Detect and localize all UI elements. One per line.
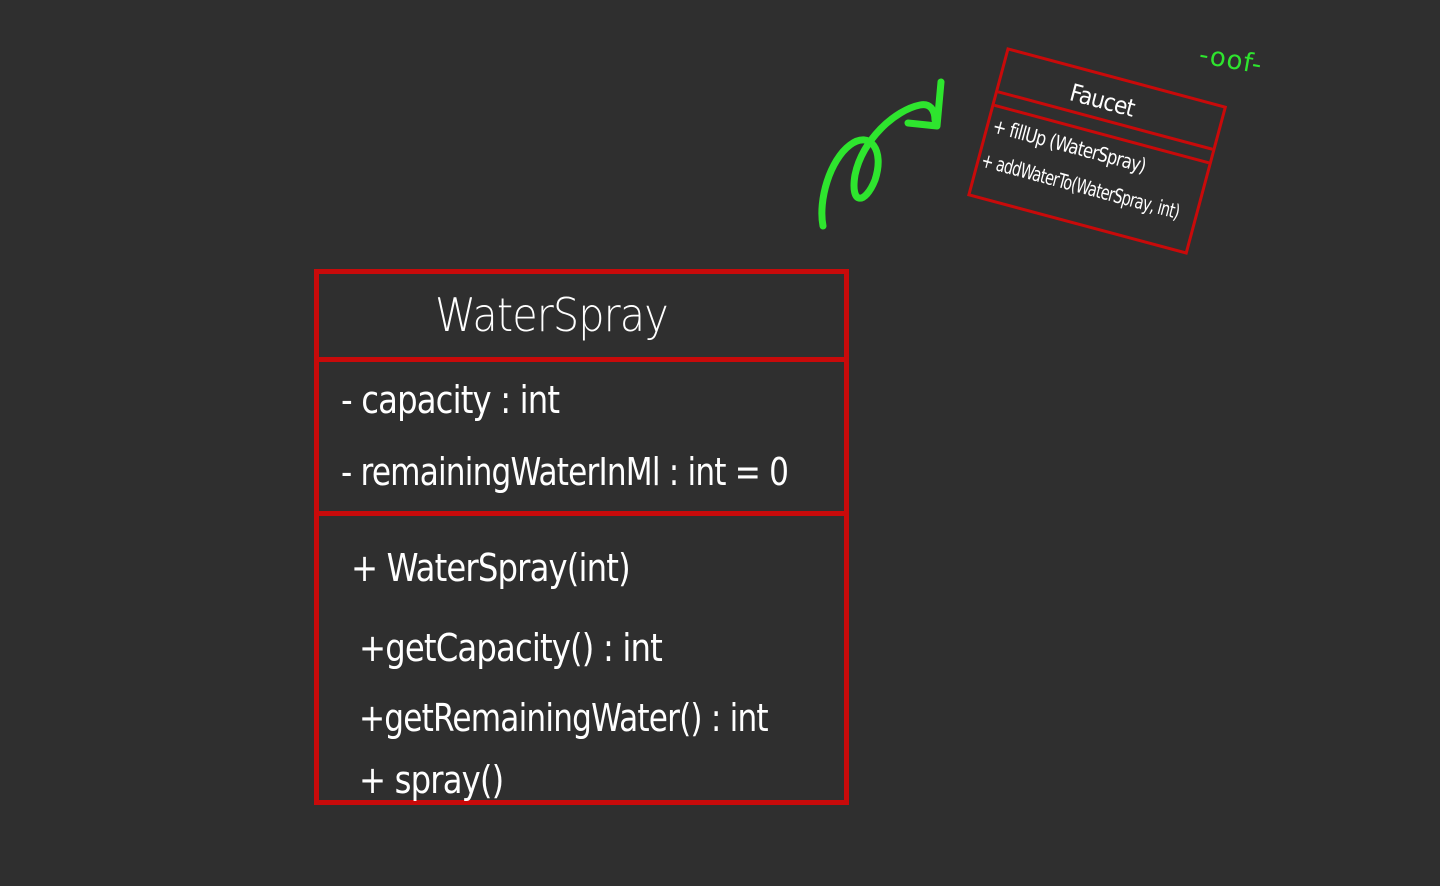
waterspray-methods-compartment: + WaterSpray(int) +getCapacity() : int +… [319, 516, 844, 802]
method-get-remaining-water: +getRemainingWater() : int [359, 696, 769, 740]
annotation-note: -oof- [1196, 40, 1265, 81]
arrow-head [904, 78, 945, 130]
waterspray-class-box: WaterSpray - capacity : int - remainingW… [314, 269, 849, 805]
attribute-remaining-water: - remainingWaterInMl : int = 0 [341, 450, 789, 494]
faucet-class-box: Faucet + fillUp (WaterSpray) + addWaterT… [967, 47, 1228, 255]
method-spray: + spray() [359, 758, 504, 802]
method-constructor: + WaterSpray(int) [351, 546, 631, 590]
attribute-capacity: - capacity : int [341, 378, 560, 422]
waterspray-name-compartment: WaterSpray [319, 274, 844, 362]
faucet-class-wrapper: Faucet + fillUp (WaterSpray) + addWaterT… [933, 46, 1228, 255]
waterspray-class-name: WaterSpray [435, 288, 669, 342]
method-get-capacity: +getCapacity() : int [359, 626, 663, 670]
arrow-curve [818, 101, 939, 230]
waterspray-attributes-compartment: - capacity : int - remainingWaterInMl : … [319, 362, 844, 516]
